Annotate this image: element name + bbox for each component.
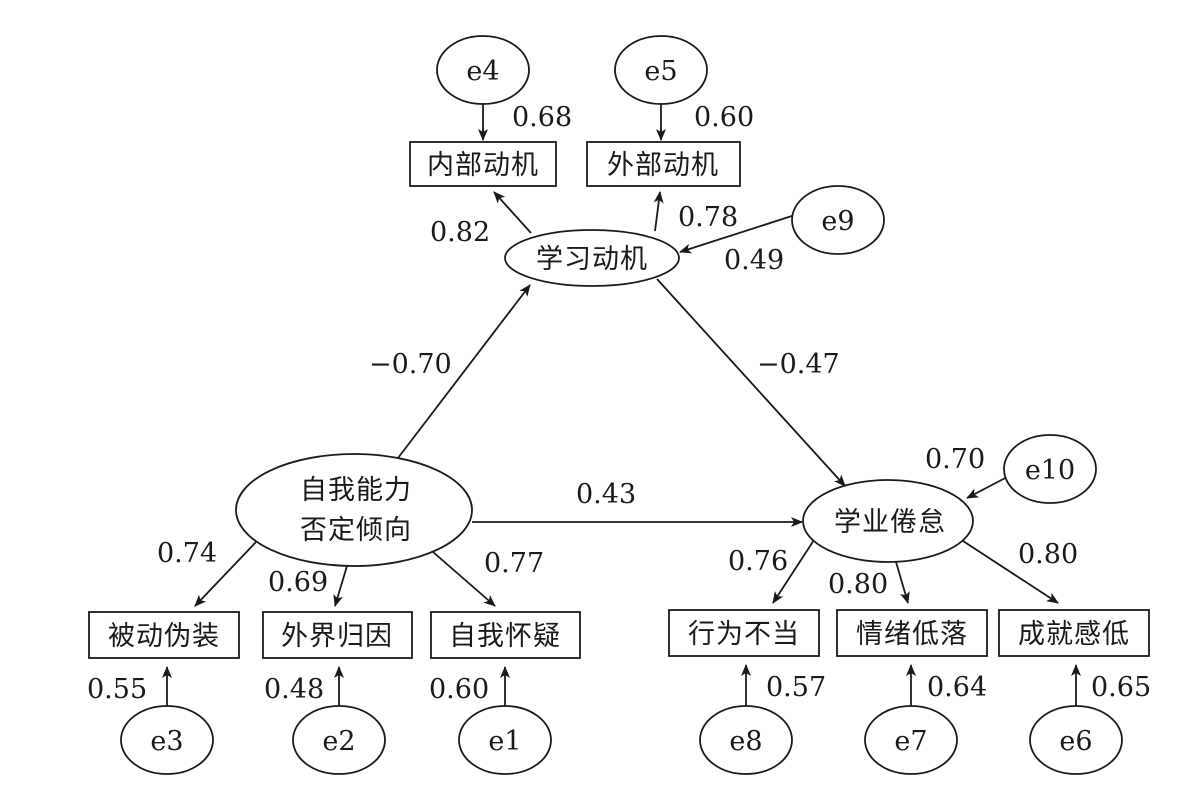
error-e2: e2 — [292, 705, 386, 775]
latent-learning-burnout: 学业倦怠 — [802, 479, 974, 563]
edge-e10-burnout — [966, 474, 1012, 499]
error-e7-label: e7 — [894, 726, 927, 757]
indicator-improper-behavior-label: 行为不当 — [688, 619, 800, 650]
coef-burnout-lowachieve: 0.80 — [1018, 539, 1078, 570]
error-e1-label: e1 — [488, 726, 521, 757]
indicator-self-doubt-label: 自我怀疑 — [449, 621, 561, 652]
latent-self-ability-negation-line1: 自我能力 — [300, 475, 412, 506]
latent-variables: 学习动机 自我能力 否定倾向 学业倦怠 — [235, 229, 974, 567]
coefficients: 0.68 0.60 0.82 0.78 0.49 −0.70 −0.47 0.7… — [87, 102, 1151, 705]
coef-e10-burnout: 0.70 — [925, 444, 985, 475]
indicator-self-doubt: 自我怀疑 — [430, 611, 581, 659]
edge-negation-external — [333, 565, 348, 607]
indicator-improper-behavior: 行为不当 — [668, 609, 820, 657]
indicator-extrinsic-motivation-label: 外部动机 — [607, 150, 719, 181]
indicator-passive-disguise-label: 被动伪装 — [108, 621, 220, 652]
indicator-intrinsic-motivation: 内部动机 — [409, 141, 557, 187]
indicator-external-attribution: 外界归因 — [262, 611, 413, 659]
error-e1: e1 — [458, 705, 552, 775]
coef-negation-selfdoubt: 0.77 — [484, 548, 544, 579]
coef-e8-improper: 0.57 — [766, 672, 826, 703]
error-e9: e9 — [791, 185, 885, 255]
latent-self-ability-negation-line2: 否定倾向 — [300, 515, 412, 546]
error-e8-label: e8 — [729, 726, 762, 757]
edge-negation-passive — [194, 541, 257, 607]
coef-negation-burnout: 0.43 — [576, 479, 636, 510]
coef-e5-extrinsic: 0.60 — [694, 102, 754, 133]
coef-e4-intrinsic: 0.68 — [512, 102, 572, 133]
coef-e9-motivation: 0.49 — [724, 245, 784, 276]
coef-negation-passive: 0.74 — [157, 538, 217, 569]
edge-motivation-burnout — [656, 278, 846, 487]
indicator-intrinsic-motivation-label: 内部动机 — [427, 150, 539, 181]
coef-negation-external: 0.69 — [268, 567, 328, 598]
error-e9-label: e9 — [821, 206, 854, 237]
edge-motivation-intrinsic — [493, 191, 532, 234]
error-e7: e7 — [864, 705, 958, 775]
coef-negation-motivation: −0.70 — [369, 349, 452, 380]
latent-learning-motivation-label: 学习动机 — [536, 244, 648, 275]
error-e5-label: e5 — [644, 56, 677, 87]
edge-motivation-extrinsic — [653, 191, 664, 232]
error-e6-label: e6 — [1059, 726, 1092, 757]
indicator-extrinsic-motivation: 外部动机 — [586, 141, 741, 187]
indicators: 内部动机 外部动机 被动伪装 外界归因 自我怀疑 行为不当 情绪低落 成就感低 — [88, 141, 1150, 659]
edge-e9-motivation — [679, 214, 796, 254]
latent-self-ability-negation: 自我能力 否定倾向 — [235, 453, 473, 567]
error-e6: e6 — [1029, 705, 1123, 775]
coef-e2-external: 0.48 — [264, 674, 324, 705]
edge-burnout-lowmood — [895, 561, 910, 604]
edges — [162, 104, 1081, 706]
error-e10: e10 — [1003, 434, 1097, 504]
coef-e6-lowachieve: 0.65 — [1091, 672, 1151, 703]
coef-e7-lowmood: 0.64 — [927, 672, 987, 703]
error-e4-label: e4 — [466, 56, 499, 87]
latent-learning-burnout-label: 学业倦怠 — [834, 507, 946, 538]
error-e10-label: e10 — [1025, 455, 1075, 486]
error-e4: e4 — [436, 35, 530, 105]
indicator-low-mood: 情绪低落 — [836, 609, 988, 657]
latent-learning-motivation: 学习动机 — [504, 229, 680, 287]
error-e3-label: e3 — [150, 726, 183, 757]
coef-motivation-extrinsic: 0.78 — [678, 202, 738, 233]
coef-motivation-burnout: −0.47 — [757, 349, 840, 380]
indicator-low-achievement-label: 成就感低 — [1018, 619, 1130, 650]
edge-negation-selfdoubt — [432, 551, 496, 607]
indicator-low-achievement: 成就感低 — [998, 609, 1150, 657]
error-e2-label: e2 — [322, 726, 355, 757]
error-e8: e8 — [699, 705, 793, 775]
error-e3: e3 — [120, 705, 214, 775]
error-e5: e5 — [614, 35, 708, 105]
coef-motivation-intrinsic: 0.82 — [430, 217, 490, 248]
coef-e1-selfdoubt: 0.60 — [429, 674, 489, 705]
coef-e3-passive: 0.55 — [87, 674, 147, 705]
edge-burnout-improper — [772, 539, 815, 604]
edge-burnout-lowachieve — [962, 540, 1059, 604]
coef-burnout-improper: 0.76 — [728, 546, 788, 577]
coef-burnout-lowmood: 0.80 — [828, 569, 888, 600]
error-terms: e4 e5 e9 e10 e3 e2 e1 e8 — [120, 35, 1123, 775]
indicator-external-attribution-label: 外界归因 — [281, 621, 393, 652]
edge-negation-motivation — [397, 284, 531, 459]
indicator-passive-disguise: 被动伪装 — [88, 611, 240, 659]
indicator-low-mood-label: 情绪低落 — [856, 619, 968, 650]
